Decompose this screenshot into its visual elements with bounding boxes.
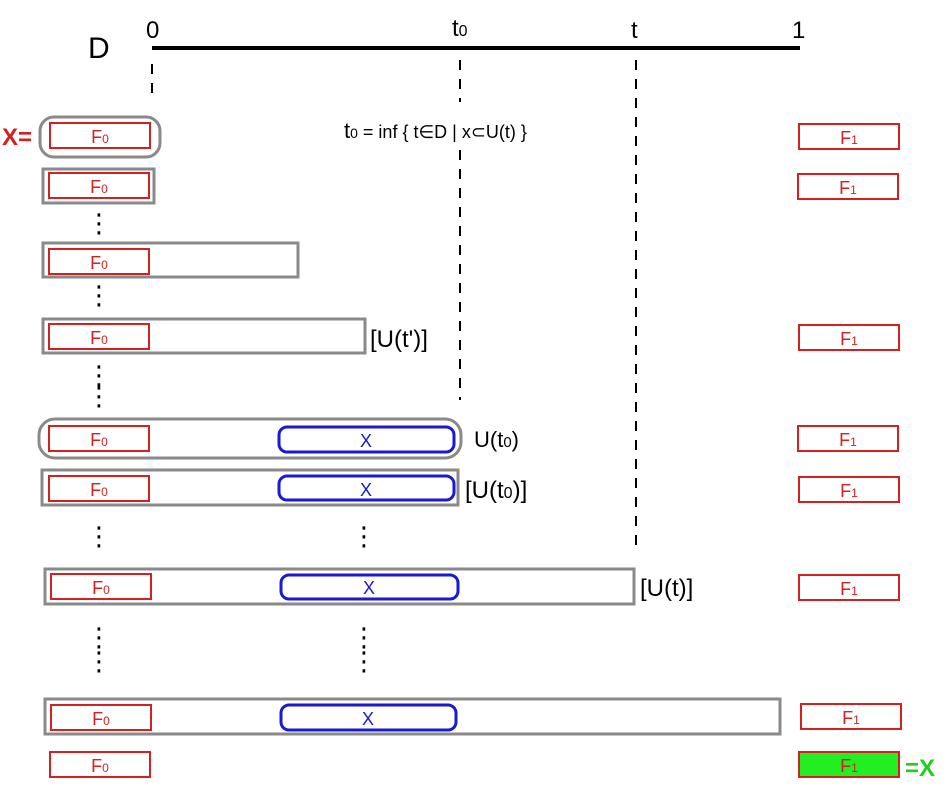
vertical-ellipsis: ⋮: [86, 622, 112, 652]
f0-box: F0: [48, 248, 150, 275]
axis-tick-0: 0: [146, 17, 159, 44]
svg-text:F0: F0: [90, 328, 108, 348]
f1-box: F1: [798, 123, 900, 150]
axis-tick-t0: t0: [452, 15, 468, 42]
f1-box: F1: [798, 324, 900, 351]
open-set-u-t0: [37, 417, 463, 460]
dashed-guides: [151, 60, 637, 550]
svg-text:F0: F0: [90, 177, 108, 197]
f1-box: F1: [798, 476, 900, 503]
svg-text:F1: F1: [840, 756, 858, 776]
f0-box: F0: [48, 323, 150, 350]
svg-text:F0: F0: [90, 253, 108, 273]
svg-text:F0: F0: [92, 709, 110, 729]
svg-text:F1: F1: [839, 178, 857, 198]
svg-text:F0: F0: [92, 578, 110, 598]
vertical-ellipsis: ⋮: [86, 646, 112, 676]
f1-box: F1: [798, 574, 900, 601]
f1-box-highlighted: F1: [798, 751, 900, 778]
parameter-axis: D 0 t0 t 1: [88, 15, 805, 65]
label-u-t0-closed: [U(t0)]: [465, 477, 527, 504]
t0-definition: t0 = inf { t∈D | x⊂U(t) }: [344, 118, 527, 143]
svg-text:X: X: [362, 709, 374, 729]
svg-text:F0: F0: [90, 430, 108, 450]
svg-text:F1: F1: [840, 329, 858, 349]
svg-text:X: X: [363, 578, 375, 598]
f1-box: F1: [797, 173, 899, 200]
vertical-ellipsis: ⋮: [351, 646, 377, 676]
x-set: X: [279, 703, 458, 732]
svg-text:F0: F0: [91, 127, 109, 147]
vertical-ellipsis: ⋮: [86, 381, 112, 411]
closure-box-row2: [41, 167, 156, 205]
closure-box-u-tprime: [41, 317, 367, 355]
axis-tick-1: 1: [792, 17, 805, 44]
f0-box: F0: [50, 573, 152, 600]
closure-box-u-t0: [40, 468, 460, 507]
axis-tick-t: t: [631, 17, 638, 44]
vertical-ellipsis: ⋮: [351, 622, 377, 652]
svg-text:F1: F1: [842, 708, 860, 728]
vertical-ellipsis: ⋮: [86, 360, 112, 390]
closure-box-u-t: [43, 567, 636, 606]
label-u-t: [U(t)]: [640, 575, 693, 602]
svg-text:F1: F1: [840, 481, 858, 501]
label-u-tprime: [U(t')]: [370, 326, 428, 353]
equals-x-label: =X: [905, 755, 935, 782]
label-u-t0-open: U(t0): [474, 427, 519, 452]
x-equals-label: X=: [2, 124, 32, 151]
x-set: X: [279, 573, 460, 601]
vertical-ellipsis: ⋮: [351, 521, 377, 551]
closure-box-row3: [41, 241, 300, 279]
svg-text:F1: F1: [840, 579, 858, 599]
f0-box: F0: [50, 704, 152, 731]
svg-text:F0: F0: [91, 756, 109, 776]
f1-box: F1: [800, 703, 902, 730]
f0-box: F0: [49, 751, 151, 778]
svg-text:X: X: [360, 480, 372, 500]
f0-box: F0: [48, 172, 150, 199]
svg-text:F1: F1: [839, 430, 857, 450]
svg-text:X: X: [360, 431, 372, 451]
f0-box: F0: [48, 425, 150, 452]
svg-text:F1: F1: [840, 128, 858, 148]
closure-box-near-1: [43, 697, 782, 736]
x-set: X: [277, 474, 456, 502]
svg-text:F0: F0: [90, 480, 108, 500]
vertical-ellipsis: ⋮: [86, 208, 112, 238]
rounded-box-initial: [38, 115, 162, 159]
vertical-ellipsis: ⋮: [86, 280, 112, 310]
vertical-ellipsis: ⋮: [86, 521, 112, 551]
axis-set-label: D: [88, 32, 110, 65]
f0-box: F0: [49, 122, 151, 149]
f0-box: F0: [48, 475, 150, 502]
x-set: X: [277, 425, 456, 454]
f1-box: F1: [797, 425, 899, 452]
